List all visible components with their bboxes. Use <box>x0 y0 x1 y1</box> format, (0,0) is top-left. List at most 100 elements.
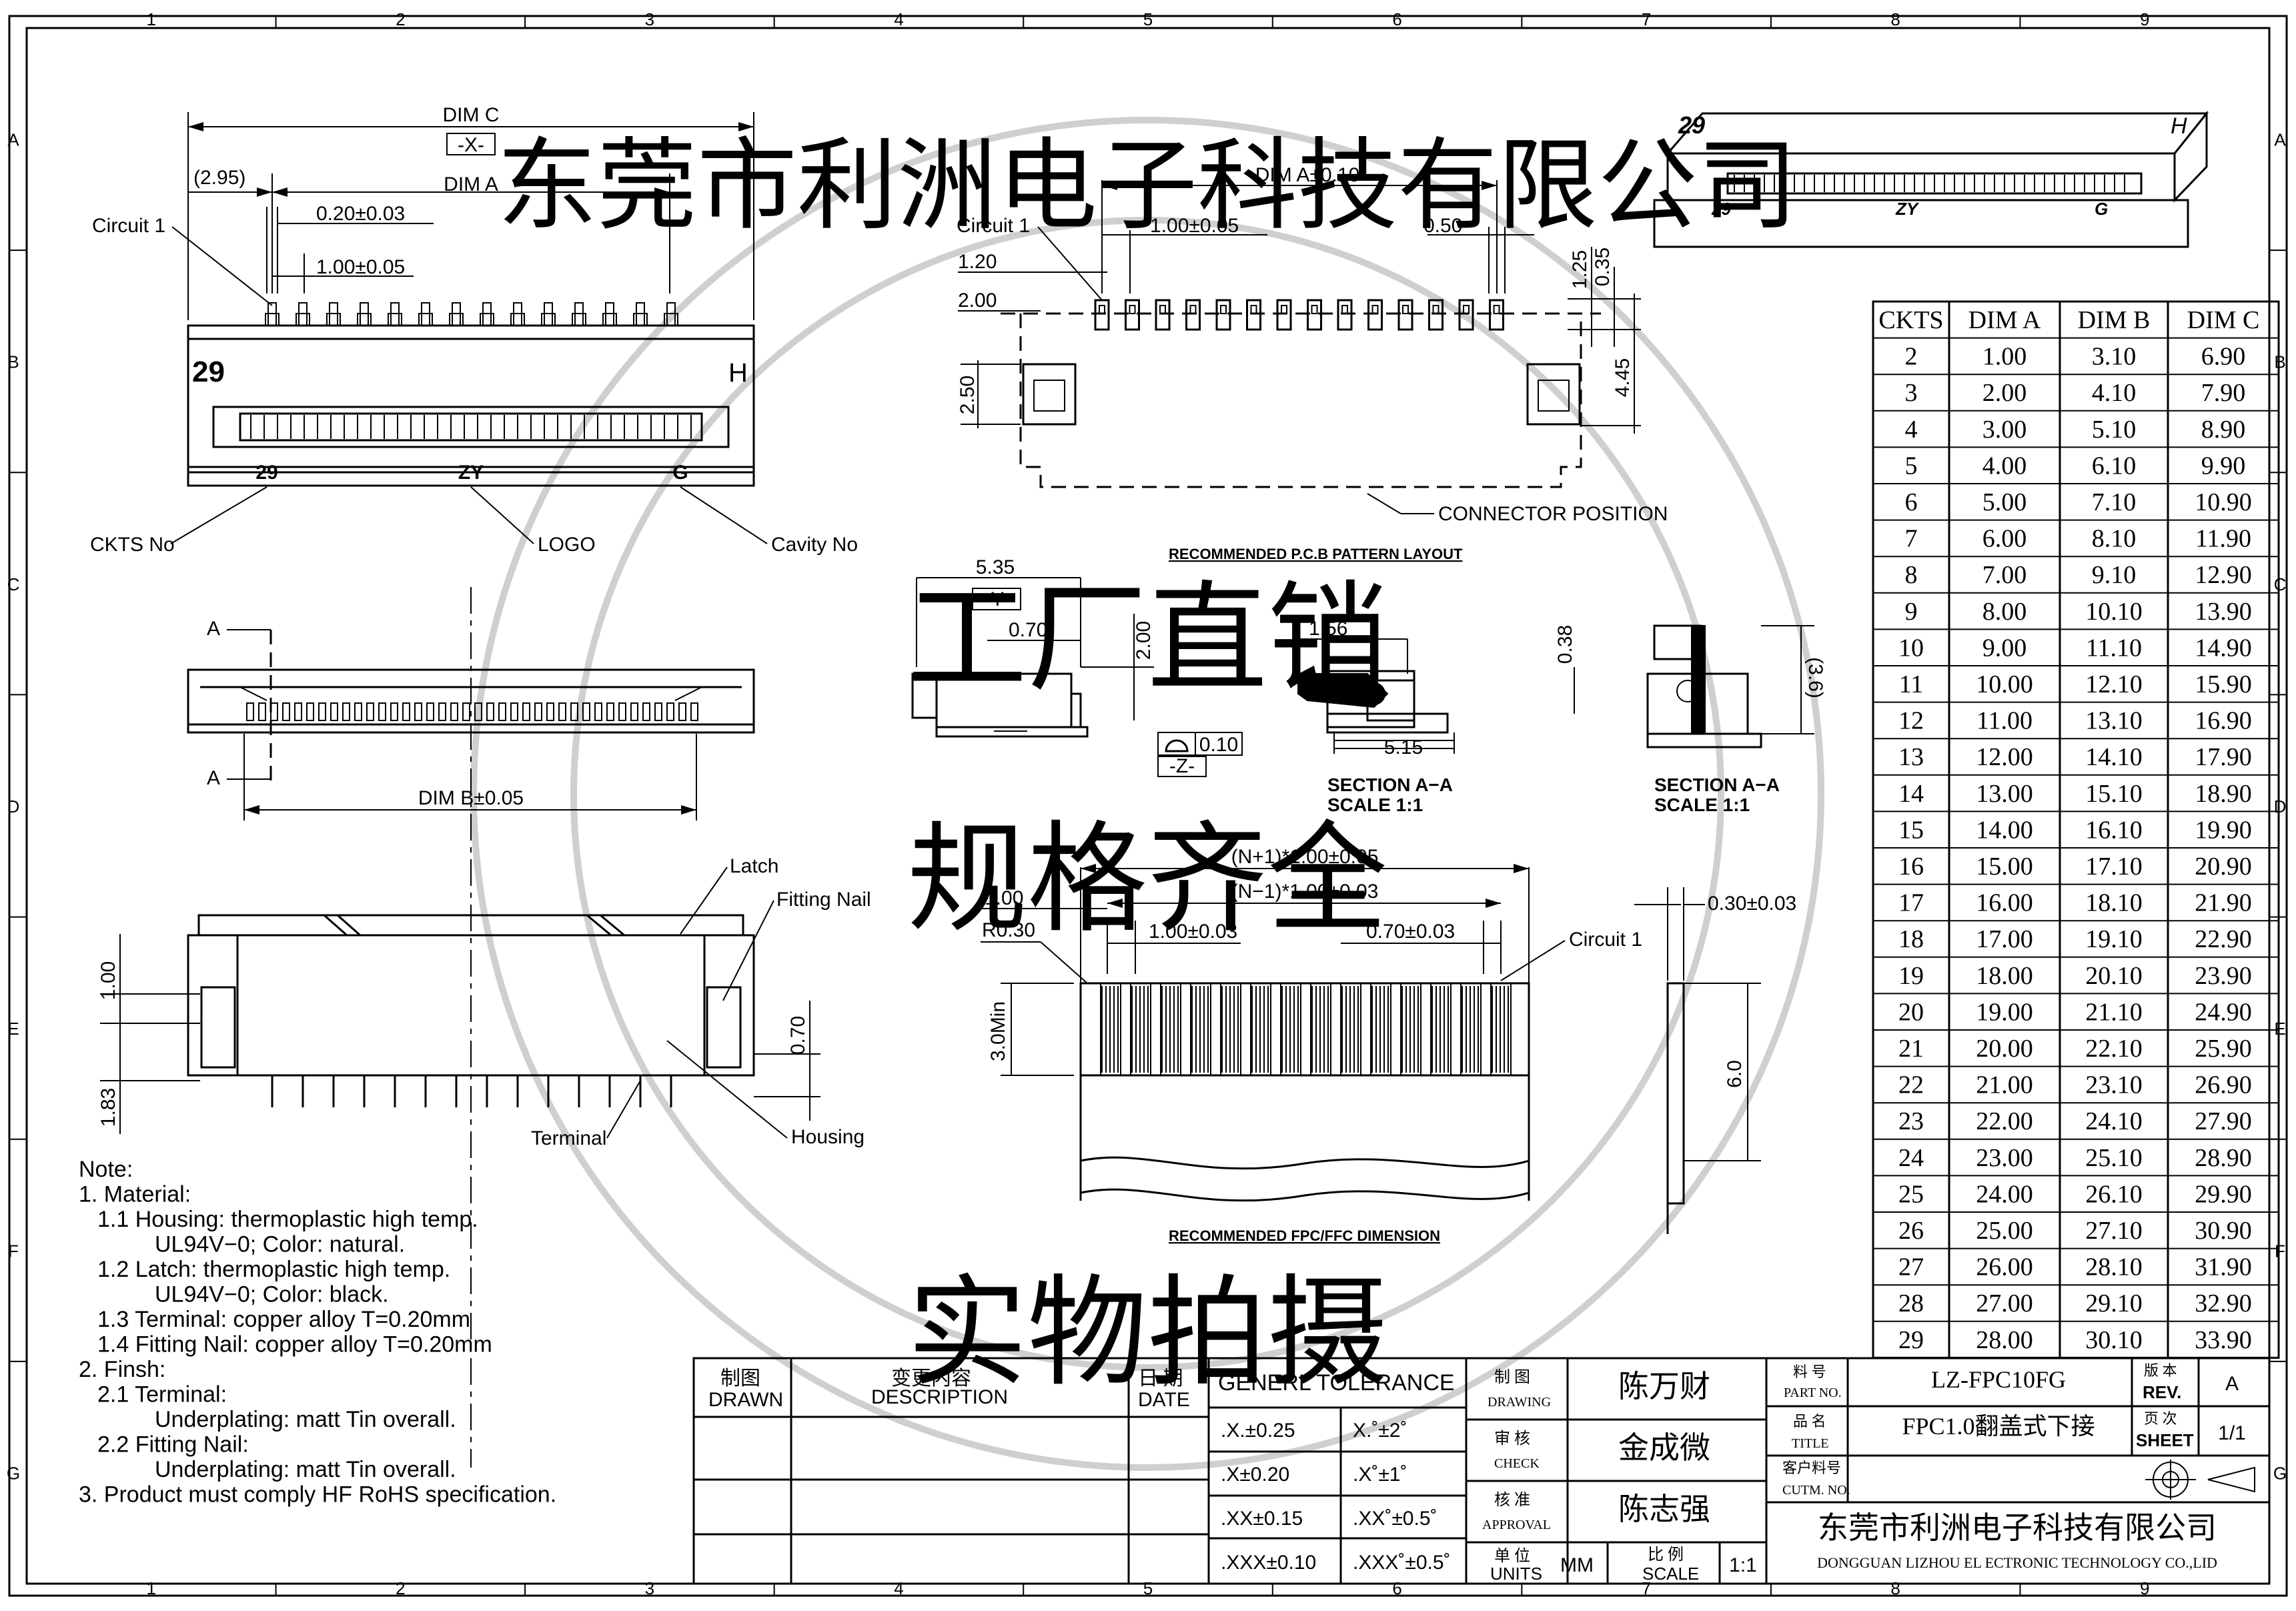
table-cell: 21.90 <box>2195 889 2252 917</box>
table-cell: 7.10 <box>2092 488 2137 516</box>
zone-col-bottom: 4 <box>894 1578 903 1598</box>
projection-symbol-icon <box>2145 1460 2255 1500</box>
pitch-top: 1.00±0.05 <box>316 256 405 278</box>
table-cell: 29.10 <box>2085 1289 2143 1317</box>
iso-teeth <box>1734 175 2125 192</box>
zone-row-left: F <box>8 1241 19 1261</box>
fpc-dim-1-00: 1.00 <box>985 887 1023 909</box>
table-cell: 12.00 <box>1976 743 2033 771</box>
table-cell: 20 <box>1898 998 1924 1026</box>
table-cell: 14.10 <box>2085 743 2143 771</box>
table-cell: 17 <box>1898 889 1924 917</box>
table-cell: 14.00 <box>1976 816 2033 844</box>
zone-col-bottom: 3 <box>645 1578 654 1598</box>
tb-drawn-en: DRAWN <box>708 1389 783 1411</box>
zone-row-right: F <box>2275 1241 2285 1261</box>
table-cell: 23.90 <box>2195 962 2252 990</box>
tolerance-angular: .XXX˚±0.5˚ <box>1353 1552 1451 1574</box>
tolerance-linear: .X±0.20 <box>1221 1464 1289 1486</box>
front-view: A A DIM B±0.05 <box>187 587 755 1468</box>
fpc-radius: R0.30 <box>982 919 1035 941</box>
fpc-n-minus: (N−1)*1.00±0.03 <box>1231 881 1379 903</box>
housing-label: Housing <box>791 1126 865 1148</box>
pin-base <box>418 313 433 326</box>
pcb-pad <box>1428 299 1444 331</box>
table-cell: 10.10 <box>2085 598 2143 626</box>
table-cell: 12.10 <box>2085 670 2143 698</box>
pin-base <box>510 313 525 326</box>
dim-a-label: DIM A <box>444 173 498 195</box>
zone-col-bottom: 5 <box>1143 1578 1153 1598</box>
tooth <box>414 702 422 721</box>
tb-title-cn: 品 名 <box>1793 1413 1826 1430</box>
notes: Note:1. Material:1.1 Housing: thermoplas… <box>79 1157 556 1508</box>
tooth <box>462 702 470 721</box>
table-cell: 13.90 <box>2195 598 2252 626</box>
callout-ckts: CKTS No <box>90 534 175 556</box>
table-cell: 30.90 <box>2195 1217 2252 1245</box>
pin-base <box>633 313 648 326</box>
dim-c-label: DIM C <box>443 104 500 126</box>
table-cell: 32.90 <box>2195 1289 2252 1317</box>
zone-col-bottom: 2 <box>396 1578 405 1598</box>
zone-col-bottom: 8 <box>1890 1578 1900 1598</box>
zone-row-right: B <box>2274 352 2285 372</box>
pcb-dim-0-35: 0.35 <box>1592 247 1614 286</box>
table-header: DIM C <box>2187 306 2260 334</box>
table-cell: 6 <box>1905 488 1918 516</box>
fpc-lead <box>1460 983 1482 1076</box>
pcb-pitch: 1.00±0.05 <box>1150 215 1239 237</box>
pcb-pad <box>1367 299 1383 331</box>
fpc-lead-width: 0.70±0.03 <box>1366 921 1455 943</box>
note-line: 1. Material: <box>79 1182 191 1207</box>
iso-logo: ZY <box>1895 199 1920 219</box>
table-cell: 26.90 <box>2195 1071 2252 1099</box>
zone-row-left: C <box>7 574 20 594</box>
table-cell: 5.00 <box>1982 488 2027 516</box>
tb-company-en: DONGGUAN LIZHOU EL ECTRONIC TECHNOLOGY C… <box>1817 1554 2217 1571</box>
table-cell: 3.10 <box>2092 343 2137 371</box>
table-cell: 20.90 <box>2195 853 2252 881</box>
table-cell: 25.00 <box>1976 1217 2033 1245</box>
tb-part-no-cn: 料 号 <box>1793 1364 1826 1380</box>
table-cell: 17.90 <box>2195 743 2252 771</box>
table-cell: 2.00 <box>1982 379 2027 407</box>
zone-row-right: C <box>2274 574 2287 594</box>
flatness-value: 0.10 <box>1199 734 1238 756</box>
pcb-pad <box>1094 299 1110 331</box>
tb-desc-cn: 变更内容 <box>891 1368 971 1390</box>
tooth <box>522 702 530 721</box>
table-cell: 10.90 <box>2195 488 2252 516</box>
fpc-lead <box>1370 983 1391 1076</box>
table-cell: 5 <box>1905 452 1918 480</box>
fpc-len-6: 6.0 <box>1724 1060 1746 1088</box>
pin-base <box>265 313 279 326</box>
zone-col-top: 6 <box>1392 9 1401 29</box>
pcb-pad-hole <box>1341 305 1348 314</box>
pcb-pad-hole <box>1371 305 1379 314</box>
tb-cust-en: CUTM. NO. <box>1782 1483 1850 1498</box>
pcb-circuit-1: Circuit 1 <box>957 215 1030 237</box>
table-cell: 13 <box>1898 743 1924 771</box>
note-line: 2.1 Terminal: <box>97 1382 227 1408</box>
tb-date-en: DATE <box>1138 1389 1190 1411</box>
table-cell: 22.90 <box>2195 925 2252 953</box>
table-cell: 8.00 <box>1982 598 2027 626</box>
table-cell: 19.10 <box>2085 925 2143 953</box>
table-cell: 18.10 <box>2085 889 2143 917</box>
pcb-pad-hole <box>1402 305 1409 314</box>
table-cell: 20.00 <box>1976 1035 2033 1063</box>
table-cell: 7.90 <box>2201 379 2246 407</box>
table-cell: 3 <box>1905 379 1918 407</box>
zone-col-bottom: 9 <box>2140 1578 2149 1598</box>
table-cell: 23 <box>1898 1107 1924 1135</box>
tb-title-val: FPC1.0翻盖式下接 <box>1902 1413 2095 1440</box>
table-cell: 27.00 <box>1976 1289 2033 1317</box>
tooth <box>618 702 626 721</box>
table-cell: 16.10 <box>2085 816 2143 844</box>
table-cell: 9.10 <box>2092 561 2137 589</box>
tb-rev-en: REV. <box>2143 1382 2181 1402</box>
table-cell: 24.00 <box>1976 1180 2033 1208</box>
table-cell: 27 <box>1898 1253 1924 1281</box>
